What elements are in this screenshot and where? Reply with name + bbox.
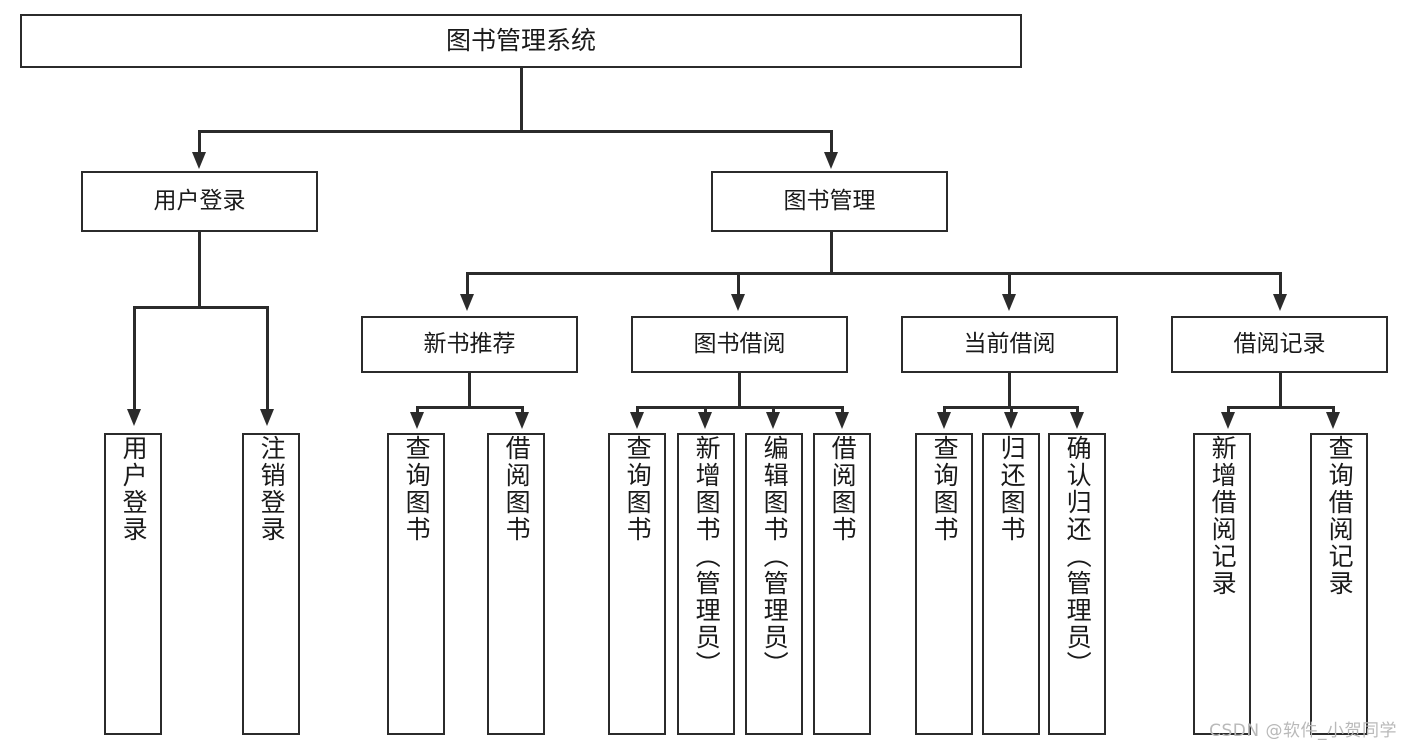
node-root-system[interactable]: 图书管理系统 bbox=[20, 14, 1022, 68]
node-label: 借阅图书 bbox=[828, 435, 858, 543]
node-label: 查询图书 bbox=[623, 435, 653, 543]
node-label: 查询图书 bbox=[930, 435, 960, 543]
leaf-return-book[interactable]: 归还图书 bbox=[982, 433, 1040, 735]
node-label: 确认归还（管理员） bbox=[1063, 435, 1093, 678]
arrowhead-leaf-query-record bbox=[1326, 412, 1340, 429]
arrowhead-leaf-borrow-book-2 bbox=[835, 412, 849, 429]
leaf-query-book-borrow[interactable]: 查询图书 bbox=[608, 433, 666, 735]
edge-drop-current-borrow bbox=[1008, 272, 1011, 296]
node-label: 用户登录 bbox=[153, 187, 246, 214]
node-label: 图书管理系统 bbox=[445, 26, 596, 56]
arrowhead-book-manage bbox=[824, 152, 838, 169]
edge-borrow-record-bus bbox=[1227, 406, 1333, 409]
edge-root-to-book-manage bbox=[830, 130, 833, 154]
arrowhead-leaf-confirm-return bbox=[1070, 412, 1084, 429]
edge-new-book-drop-2 bbox=[521, 406, 524, 414]
arrowhead-book-borrow bbox=[731, 294, 745, 311]
node-label: 图书管理 bbox=[783, 187, 876, 214]
edge-current-borrow-drop-3 bbox=[1076, 406, 1079, 414]
arrowhead-leaf-add-book bbox=[698, 412, 712, 429]
node-label: 查询图书 bbox=[402, 435, 432, 543]
leaf-query-borrow-record[interactable]: 查询借阅记录 bbox=[1310, 433, 1368, 735]
leaf-logout[interactable]: 注销登录 bbox=[242, 433, 300, 735]
leaf-borrow-book[interactable]: 借阅图书 bbox=[813, 433, 871, 735]
edge-book-manage-stem bbox=[830, 232, 833, 274]
node-user-login[interactable]: 用户登录 bbox=[81, 171, 318, 232]
node-current-borrow[interactable]: 当前借阅 bbox=[901, 316, 1118, 373]
node-label: 用户登录 bbox=[119, 435, 149, 543]
arrowhead-user-login bbox=[192, 152, 206, 169]
node-label: 新增借阅记录 bbox=[1208, 435, 1238, 597]
arrowhead-leaf-add-record bbox=[1221, 412, 1235, 429]
edge-drop-new-book bbox=[466, 272, 469, 296]
edge-current-borrow-stem bbox=[1008, 373, 1011, 408]
node-label: 编辑图书（管理员） bbox=[760, 435, 790, 678]
edge-book-borrow-bus bbox=[636, 406, 842, 409]
arrowhead-new-book-recommend bbox=[460, 294, 474, 311]
arrowhead-current-borrow bbox=[1002, 294, 1016, 311]
edge-drop-borrow-record bbox=[1279, 272, 1282, 296]
edge-book-borrow-drop-3 bbox=[772, 406, 775, 414]
node-label: 查询借阅记录 bbox=[1325, 435, 1355, 597]
arrowhead-leaf-query-book-3 bbox=[937, 412, 951, 429]
arrowhead-leaf-logout bbox=[260, 409, 274, 426]
edge-book-borrow-drop-4 bbox=[841, 406, 844, 414]
arrowhead-borrow-record bbox=[1273, 294, 1287, 311]
leaf-edit-book-admin[interactable]: 编辑图书（管理员） bbox=[745, 433, 803, 735]
edge-new-book-drop-1 bbox=[416, 406, 419, 414]
edge-current-borrow-drop-2 bbox=[1010, 406, 1013, 414]
edge-current-borrow-drop-1 bbox=[943, 406, 946, 414]
edge-user-login-stem bbox=[198, 232, 201, 308]
node-label: 图书借阅 bbox=[693, 330, 786, 357]
leaf-user-login[interactable]: 用户登录 bbox=[104, 433, 162, 735]
arrowhead-leaf-query-book-2 bbox=[630, 412, 644, 429]
edge-user-login-drop-1 bbox=[133, 306, 136, 411]
node-borrow-record[interactable]: 借阅记录 bbox=[1171, 316, 1388, 373]
edge-level3-bus bbox=[466, 272, 1280, 275]
edge-root-stem bbox=[520, 68, 523, 132]
arrowhead-leaf-user-login bbox=[127, 409, 141, 426]
edge-new-book-bus bbox=[416, 406, 522, 409]
arrowhead-leaf-return-book bbox=[1004, 412, 1018, 429]
leaf-borrow-book-recommend[interactable]: 借阅图书 bbox=[487, 433, 545, 735]
node-label: 当前借阅 bbox=[963, 330, 1056, 357]
node-book-borrow[interactable]: 图书借阅 bbox=[631, 316, 848, 373]
arrowhead-leaf-borrow-book-1 bbox=[515, 412, 529, 429]
edge-user-login-drop-2 bbox=[266, 306, 269, 411]
node-label: 归还图书 bbox=[997, 435, 1027, 543]
node-label: 借阅记录 bbox=[1233, 330, 1326, 357]
edge-book-borrow-drop-2 bbox=[704, 406, 707, 414]
edge-root-bus bbox=[198, 130, 832, 133]
leaf-confirm-return-admin[interactable]: 确认归还（管理员） bbox=[1048, 433, 1106, 735]
node-new-book-recommend[interactable]: 新书推荐 bbox=[361, 316, 578, 373]
edge-drop-book-borrow bbox=[737, 272, 740, 296]
node-label: 新书推荐 bbox=[423, 330, 516, 357]
node-label: 注销登录 bbox=[257, 435, 287, 543]
edge-new-book-stem bbox=[468, 373, 471, 408]
leaf-add-book-admin[interactable]: 新增图书（管理员） bbox=[677, 433, 735, 735]
edge-user-login-bus bbox=[133, 306, 266, 309]
edge-borrow-record-drop-2 bbox=[1332, 406, 1335, 414]
node-book-management[interactable]: 图书管理 bbox=[711, 171, 948, 232]
leaf-query-book-current[interactable]: 查询图书 bbox=[915, 433, 973, 735]
edge-root-to-user-login bbox=[198, 130, 201, 154]
edge-book-borrow-drop-1 bbox=[636, 406, 639, 414]
arrowhead-leaf-query-book-1 bbox=[410, 412, 424, 429]
leaf-add-borrow-record[interactable]: 新增借阅记录 bbox=[1193, 433, 1251, 735]
arrowhead-leaf-edit-book bbox=[766, 412, 780, 429]
leaf-query-book-recommend[interactable]: 查询图书 bbox=[387, 433, 445, 735]
edge-borrow-record-drop-1 bbox=[1227, 406, 1230, 414]
node-label: 借阅图书 bbox=[502, 435, 532, 543]
watermark-text: CSDN @软件_小贺同学 bbox=[1209, 721, 1397, 741]
node-label: 新增图书（管理员） bbox=[692, 435, 722, 678]
edge-book-borrow-stem bbox=[738, 373, 741, 408]
edge-borrow-record-stem bbox=[1279, 373, 1282, 408]
